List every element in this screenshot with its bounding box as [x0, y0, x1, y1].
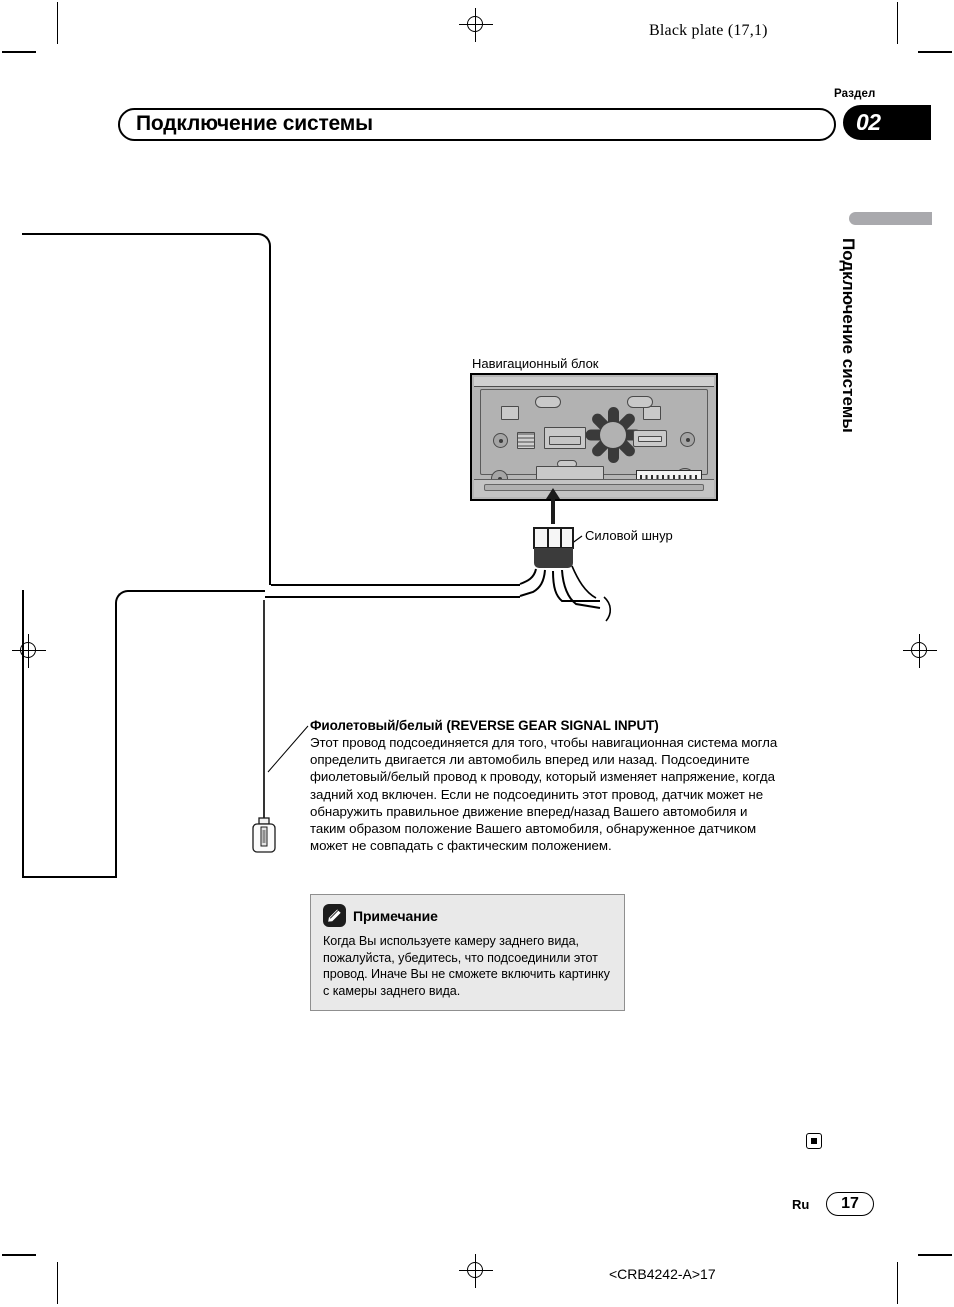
crop-mark-left-top [2, 51, 36, 53]
crop-mark-right-bottom [918, 1254, 952, 1256]
nav-unit-top-rail [474, 377, 714, 387]
wire-fan-curl [603, 596, 612, 622]
black-plate-marker: Black plate (17,1) [649, 22, 768, 39]
port-bracket-left [501, 406, 519, 420]
registration-mark-top [459, 8, 493, 42]
nav-unit-bottom-inset [484, 484, 704, 491]
note-title: Примечание [353, 907, 438, 924]
guide-rib-left [535, 396, 561, 408]
cooling-fan-icon [585, 407, 641, 463]
navigation-unit-illustration [470, 373, 718, 501]
wire-fan-1 [519, 568, 537, 585]
registration-mark-right [903, 634, 937, 668]
footer-language-code: Ru [792, 1197, 810, 1212]
crop-mark-bottom-right [897, 1262, 898, 1304]
callout-arrow-stem [551, 498, 555, 524]
footer-document-code: <CRB4242-A>17 [609, 1266, 716, 1282]
page-title: Подключение системы [136, 112, 373, 135]
wire-fan-2 [519, 569, 546, 597]
pencil-icon [323, 904, 346, 927]
note-box: Примечание Когда Вы используете камеру з… [310, 894, 625, 1011]
hdmi-port-inner [638, 436, 662, 442]
sidebar-chapter-tab [849, 212, 932, 225]
section-number-badge: 02 [843, 105, 931, 140]
harness-route-lower-inner [115, 590, 265, 878]
nav-unit-bottom-rail [474, 479, 714, 497]
screw-boss-right [680, 432, 695, 447]
crop-mark-right-top [918, 51, 952, 53]
registration-mark-left [12, 634, 46, 668]
wire-fan-4 [561, 569, 601, 609]
wire-fan-3 [552, 570, 600, 602]
callout-arrow-icon [546, 488, 560, 499]
port-bracket-right [643, 406, 661, 420]
body-paragraph: Этот провод подсоединяется для того, что… [310, 735, 778, 854]
section-word-label: Раздел [834, 88, 876, 100]
end-of-section-marker [806, 1133, 822, 1149]
wire-fan-5 [571, 565, 597, 599]
nav-unit-label: Навигационный блок [472, 356, 599, 371]
page-title-bar: Подключение системы [118, 108, 836, 141]
power-cord-boot [534, 548, 573, 568]
guide-rib-right [627, 396, 653, 408]
card-slot-inner [549, 436, 581, 445]
footer-page-number: 17 [841, 1195, 859, 1212]
registration-mark-bottom [459, 1254, 493, 1288]
body-heading: Фиолетовый/белый (REVERSE GEAR SIGNAL IN… [310, 718, 659, 733]
usb-port [517, 432, 535, 449]
crop-mark-left-bottom [2, 1254, 36, 1256]
note-header: Примечание [323, 904, 438, 927]
footer-page-number-badge: 17 [826, 1192, 874, 1216]
body-text-block: Фиолетовый/белый (REVERSE GEAR SIGNAL IN… [310, 718, 780, 854]
nav-unit-rear-panel [480, 389, 708, 494]
leader-line-to-heading [267, 725, 309, 773]
round-jack-left [493, 433, 508, 448]
crop-mark-top-left [57, 2, 58, 44]
note-text: Когда Вы используете камеру заднего вида… [323, 934, 610, 998]
crop-mark-bottom-left [57, 1262, 58, 1304]
harness-route-lower-left [22, 590, 117, 878]
sidebar-running-head: Подключение системы [839, 238, 858, 433]
section-number-text: 02 [856, 109, 881, 135]
crop-mark-top-right [897, 2, 898, 44]
harness-route-upper [22, 233, 271, 585]
power-cord-plug [533, 527, 574, 549]
power-cord-label: Силовой шнур [585, 528, 673, 543]
